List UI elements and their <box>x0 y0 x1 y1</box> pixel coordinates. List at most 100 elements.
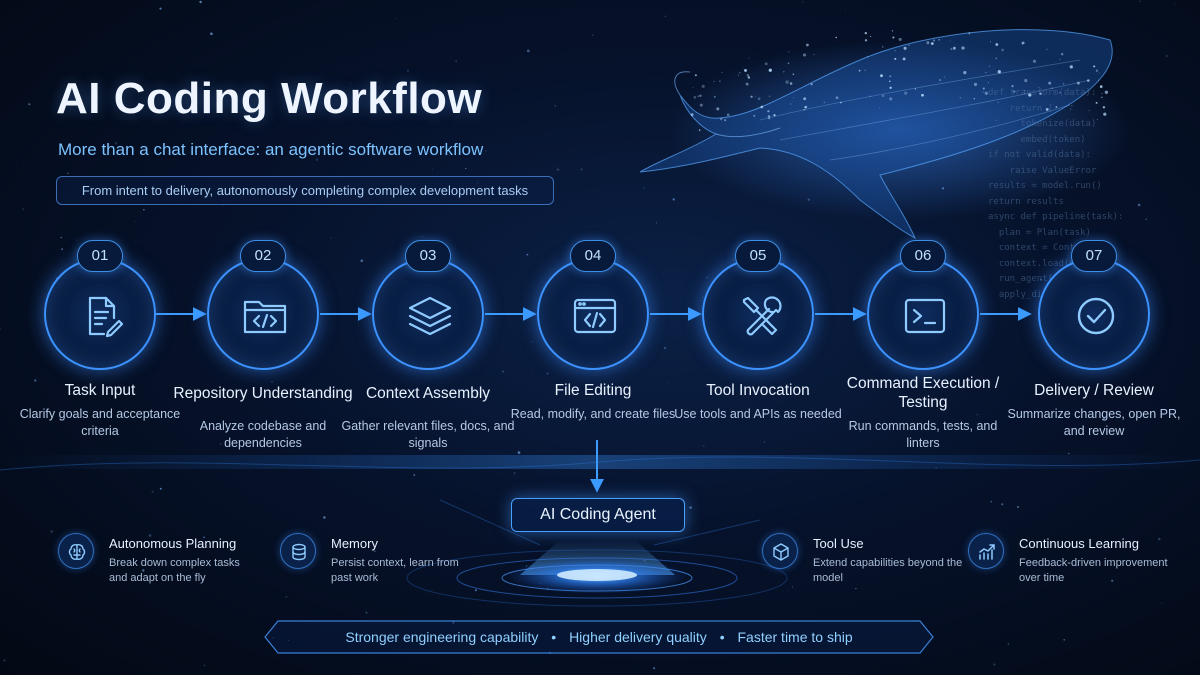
code-line: context.load(plan) <box>988 258 1097 269</box>
banner-separator: • <box>551 629 557 645</box>
step-description: Gather relevant files, docs, and signals <box>341 419 515 450</box>
whale-particle <box>840 101 842 104</box>
whale-particle <box>926 41 930 45</box>
whale-particle <box>889 75 892 78</box>
step-description: Summarize changes, open PR, and review <box>1007 407 1181 438</box>
particle <box>976 413 979 416</box>
particle <box>706 276 708 278</box>
step-circle <box>44 258 156 370</box>
particle <box>653 667 656 670</box>
whale-particle <box>982 87 985 90</box>
whale-particle <box>987 82 989 84</box>
particle <box>0 328 1 330</box>
particle <box>656 222 657 224</box>
feature-description: Extend capabilities beyond the model <box>813 557 963 584</box>
particle <box>1161 602 1163 604</box>
check-circle-icon <box>1077 297 1115 335</box>
whale-particle <box>1069 65 1073 69</box>
whale-particle <box>692 87 694 89</box>
whale-particle <box>1012 90 1016 93</box>
particle <box>1065 231 1067 234</box>
whale-particle <box>968 32 971 35</box>
feature-memory: Memory Persist context, learn from past … <box>280 530 480 590</box>
workflow-step-delivery-review: 07 Delivery / Review Summarize changes, … <box>994 240 1194 460</box>
whale-particle <box>990 41 991 43</box>
feature-description: Feedback-driven improvement over time <box>1019 557 1168 584</box>
growth-chart-icon <box>979 544 995 560</box>
cube-icon <box>773 543 789 561</box>
particle <box>1040 278 1042 281</box>
particle <box>689 506 692 509</box>
whale-particle <box>1071 105 1073 107</box>
whale-particle <box>944 76 946 78</box>
particle <box>331 394 333 396</box>
particle <box>807 198 810 201</box>
particle <box>526 49 530 53</box>
whale-particle <box>694 74 697 77</box>
whale-particle <box>997 70 1001 74</box>
whale-particle <box>858 69 861 72</box>
whale-particle <box>1076 81 1080 85</box>
particle <box>855 587 857 590</box>
particle <box>455 60 458 62</box>
particle <box>323 516 326 519</box>
particle <box>431 168 433 170</box>
code-line: raise ValueError <box>988 165 1097 176</box>
particle <box>485 149 487 152</box>
whale-particle <box>995 57 998 60</box>
whale-particle <box>726 113 730 117</box>
particle <box>995 119 997 122</box>
code-line: results = model.run() <box>988 181 1102 191</box>
page-title: AI Coding Workflow <box>56 74 483 123</box>
step-circle <box>537 258 649 370</box>
workflow-step-context-assembly: 03 Context Assembly Gather relevant file… <box>328 240 528 460</box>
particle <box>330 237 332 239</box>
particle <box>878 107 880 109</box>
particle <box>1072 383 1074 385</box>
whale-particle <box>930 42 934 45</box>
banner-item-speed: Faster time to ship <box>737 629 853 645</box>
step-number: 04 <box>570 240 616 272</box>
whale-particle <box>902 57 906 61</box>
particle <box>731 259 733 260</box>
whale-particle <box>804 105 807 109</box>
whale-particle <box>1023 89 1025 92</box>
whale-particle <box>982 91 984 93</box>
particle <box>76 239 78 241</box>
whale-particle <box>744 68 747 72</box>
particle <box>763 441 765 443</box>
particle <box>413 474 416 476</box>
whale-particle <box>747 76 751 79</box>
feature-icon-wrap <box>968 533 1004 569</box>
particle <box>502 370 505 373</box>
particle <box>788 50 790 53</box>
whale-particle <box>1086 79 1090 82</box>
particle <box>22 208 25 211</box>
particle <box>142 569 145 572</box>
document-edit-icon <box>88 296 124 338</box>
particle <box>948 91 950 93</box>
particle <box>1171 663 1174 665</box>
particle <box>476 191 478 192</box>
particle <box>789 102 792 106</box>
whale-particle <box>932 39 936 42</box>
feature-icon-wrap <box>280 533 316 569</box>
whale-particle <box>787 62 790 65</box>
feature-title: Memory <box>331 536 378 551</box>
particle <box>805 105 808 108</box>
particle <box>1111 579 1114 582</box>
whale-particle <box>882 46 884 48</box>
feature-title: Autonomous Planning <box>109 536 237 551</box>
whale-particle <box>1060 52 1064 56</box>
whale-particle <box>880 74 883 78</box>
whale-particle <box>959 97 961 99</box>
whale-particle <box>1051 87 1053 89</box>
particle <box>664 15 667 17</box>
step-name: Tool Invocation <box>706 381 810 399</box>
whale-particle <box>768 95 771 98</box>
code-line: plan = Plan(task) <box>988 227 1091 238</box>
particle <box>588 378 589 379</box>
whale-particle <box>1062 82 1065 85</box>
whale-particle <box>768 117 770 120</box>
whale-particle <box>963 71 967 75</box>
